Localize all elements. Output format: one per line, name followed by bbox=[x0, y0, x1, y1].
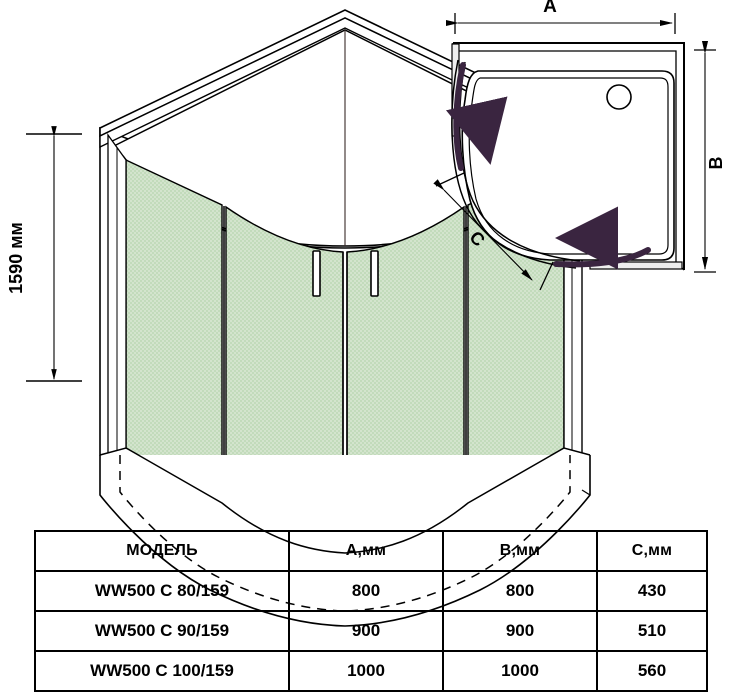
table-row: WW500 C 90/159 900 900 510 bbox=[34, 610, 708, 652]
header-c: C,мм bbox=[596, 530, 708, 572]
cell-b: 1000 bbox=[442, 650, 598, 692]
dimension-a: A bbox=[445, 0, 676, 34]
header-a: A,мм bbox=[288, 530, 444, 572]
slide-arrow-down bbox=[445, 96, 508, 165]
cell-c: 510 bbox=[596, 610, 708, 652]
height-dimension-label: 1590 мм bbox=[6, 222, 26, 294]
door-handle-right[interactable] bbox=[370, 250, 379, 297]
cell-model: WW500 C 80/159 bbox=[34, 570, 290, 612]
table-row: WW500 C 100/159 1000 1000 560 bbox=[34, 650, 708, 692]
cell-a: 1000 bbox=[288, 650, 444, 692]
tray-right-edge bbox=[581, 489, 591, 496]
cell-b: 900 bbox=[442, 610, 598, 652]
dimension-a-label: A bbox=[543, 0, 557, 17]
header-model: МОДЕЛЬ bbox=[34, 530, 290, 572]
cell-model: WW500 C 90/159 bbox=[34, 610, 290, 652]
cell-c: 430 bbox=[596, 570, 708, 612]
cell-a: 800 bbox=[288, 570, 444, 612]
dim-c-ext-lower bbox=[539, 261, 554, 291]
wall-outer bbox=[453, 42, 685, 270]
plan-view: A B C bbox=[433, 0, 726, 291]
header-b: B,мм bbox=[442, 530, 598, 572]
height-dimension: 1590 мм bbox=[6, 126, 82, 382]
glass-panel-left-fixed bbox=[125, 158, 223, 505]
table-row: WW500 C 80/159 800 800 430 bbox=[34, 570, 708, 612]
dimension-b: B bbox=[694, 40, 726, 273]
dimension-b-label: B bbox=[706, 157, 726, 170]
drain-hole-icon bbox=[606, 84, 632, 110]
dim-c-line bbox=[433, 179, 533, 281]
specification-table: МОДЕЛЬ A,мм B,мм C,мм WW500 C 80/159 800… bbox=[34, 530, 708, 692]
door-handle-left[interactable] bbox=[312, 250, 321, 297]
cell-a: 900 bbox=[288, 610, 444, 652]
table-header-row: МОДЕЛЬ A,мм B,мм C,мм bbox=[34, 530, 708, 572]
slide-direction-arrows bbox=[445, 96, 618, 270]
cell-c: 560 bbox=[596, 650, 708, 692]
cell-b: 800 bbox=[442, 570, 598, 612]
cell-model: WW500 C 100/159 bbox=[34, 650, 290, 692]
wall-inner bbox=[453, 50, 677, 262]
